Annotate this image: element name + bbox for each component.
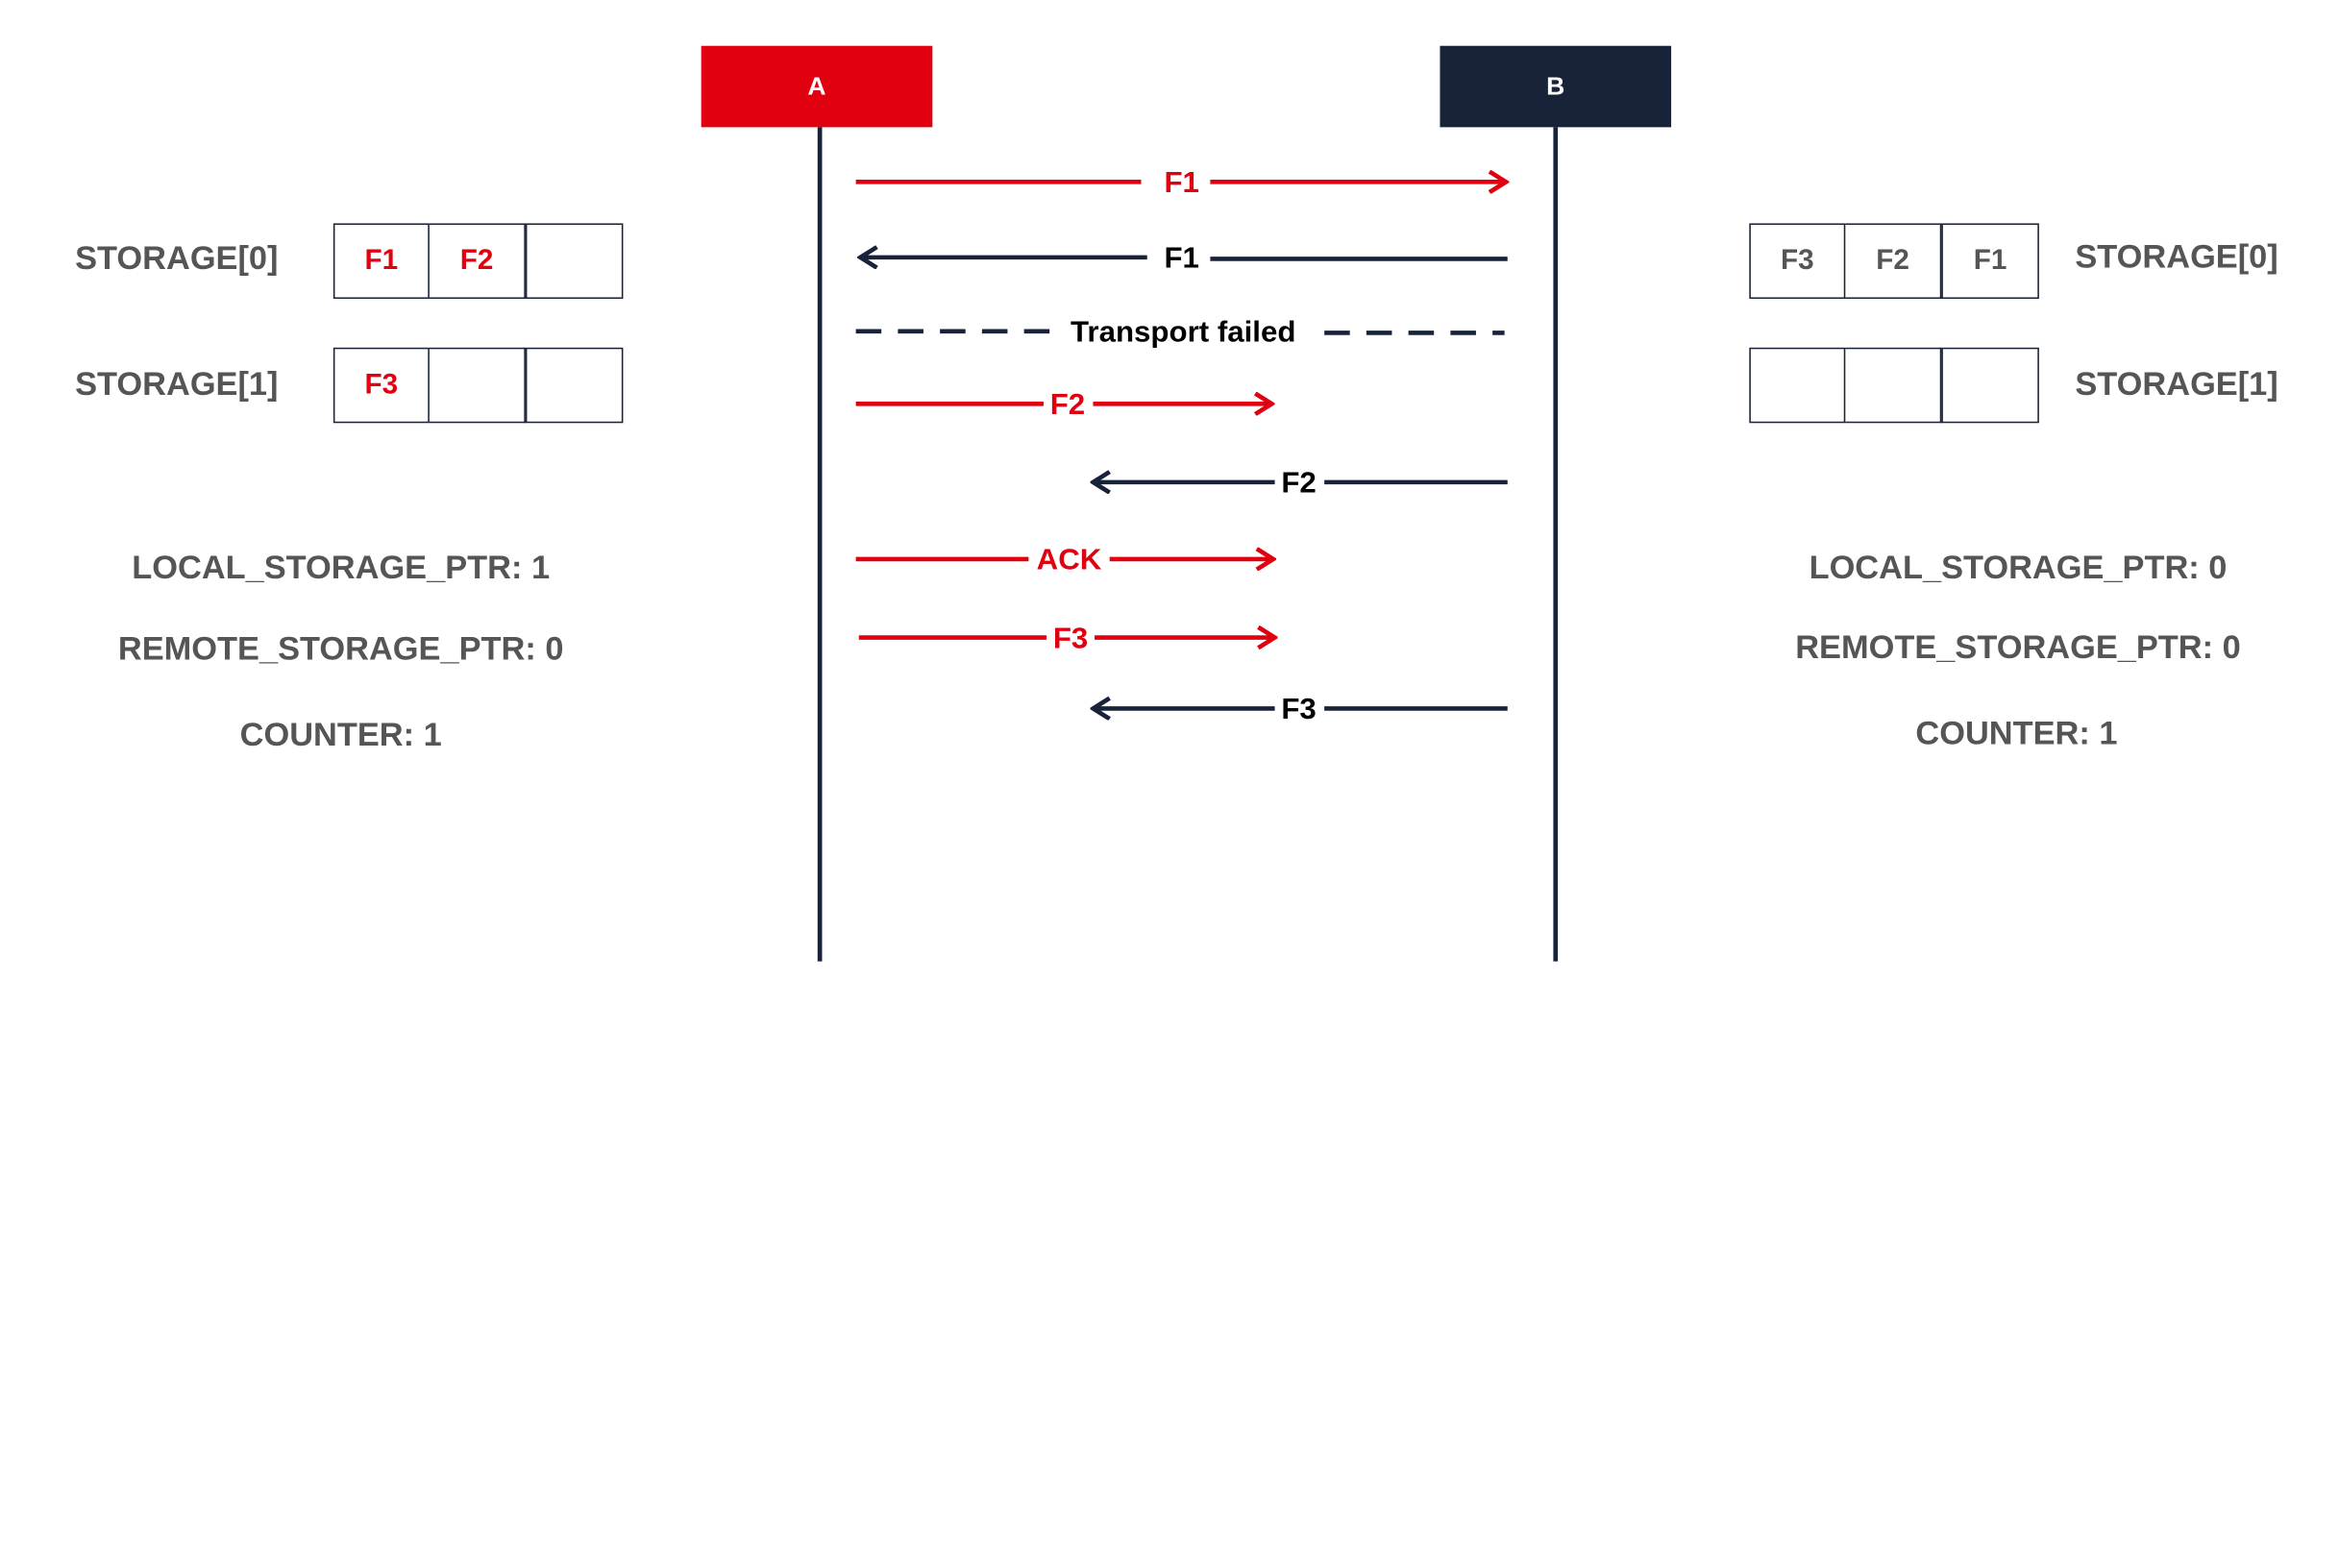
message-f3-a-to-b: F3 (858, 622, 1275, 655)
left-counter: COUNTER: 1 (239, 716, 442, 753)
right-storage0-label: STORAGE[0] (2075, 237, 2278, 276)
participant-b-label: B (1546, 71, 1565, 100)
message-label: F3 (1053, 622, 1088, 655)
participant-a-label: A (807, 71, 826, 100)
storage-cell: F1 (332, 223, 430, 299)
left-storage0-label: STORAGE[0] (75, 239, 279, 277)
storage-cell (525, 223, 624, 299)
message-f1-b-to-a: F1 (860, 241, 1508, 275)
message-f2-b-to-a: F2 (1094, 466, 1508, 500)
storage-cell: F2 (429, 223, 526, 299)
participant-a: A (701, 45, 933, 128)
storage-cell: F3 (332, 347, 430, 424)
message-label: F2 (1281, 466, 1316, 500)
right-local-storage-ptr: LOCAL_STORAGE_PTR: 0 (1809, 549, 2228, 586)
left-remote-storage-ptr: REMOTE_STORAGE_PTR: 0 (117, 629, 564, 668)
storage-cell: F3 (1749, 223, 1846, 299)
message-f3-b-to-a: F3 (1094, 692, 1508, 725)
message-label: F3 (1281, 692, 1316, 725)
message-label: F1 (1164, 165, 1198, 199)
message-label: ACK (1037, 543, 1102, 576)
right-counter: COUNTER: 1 (1915, 714, 2118, 752)
message-label: F1 (1164, 241, 1198, 275)
message-f1-a-to-b: F1 (855, 165, 1507, 199)
message-label: F2 (1050, 387, 1085, 421)
message-label: Transport failed (1071, 315, 1295, 349)
left-storage1-label: STORAGE[1] (75, 365, 279, 403)
storage-cell (1845, 347, 1942, 424)
message-ack-a-to-b: ACK (855, 543, 1273, 576)
right-storage1-label: STORAGE[1] (2075, 365, 2278, 403)
participant-b: B (1440, 45, 1672, 128)
message-transport-failed: Transport failed (855, 315, 1505, 349)
storage-cell (1749, 347, 1846, 424)
storage-cell (429, 347, 526, 424)
left-local-storage-ptr: LOCAL_STORAGE_PTR: 1 (132, 549, 551, 586)
storage-cell (525, 347, 624, 424)
message-f2-a-to-b: F2 (855, 387, 1272, 421)
diagram-canvas: F1 F1 Transport failed F2 F2 (817, 127, 1559, 962)
storage-cell: F2 (1845, 223, 1942, 299)
right-remote-storage-ptr: REMOTE_STORAGE_PTR: 0 (1795, 628, 2241, 666)
storage-cell (1941, 347, 2039, 424)
storage-cell: F1 (1941, 223, 2039, 299)
